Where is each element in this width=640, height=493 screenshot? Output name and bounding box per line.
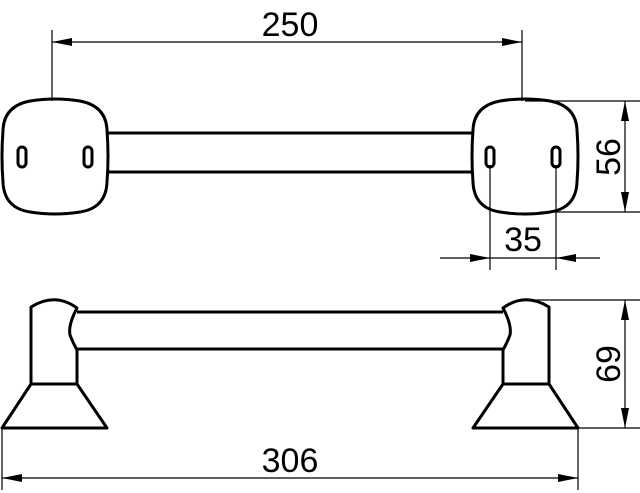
dimension-69: 69 — [530, 299, 640, 429]
right-mount-top — [470, 97, 580, 216]
dimension-35: 35 — [440, 165, 600, 270]
dimension-56: 56 — [525, 100, 640, 213]
mounting-slot — [484, 145, 496, 169]
dimension-250: 250 — [51, 6, 523, 101]
dimension-306: 306 — [1, 428, 579, 490]
right-base-side — [471, 382, 580, 430]
mounting-slot — [82, 145, 94, 169]
mounting-slot — [16, 145, 28, 169]
dimension-label-250: 250 — [262, 6, 319, 44]
mounting-slot — [550, 145, 562, 169]
left-post-side — [29, 298, 79, 386]
right-post-side — [501, 298, 551, 386]
dimension-label-69: 69 — [590, 345, 628, 383]
left-mount-top — [0, 97, 110, 216]
top-view — [0, 97, 580, 216]
side-view — [0, 298, 580, 430]
left-base-side — [0, 382, 109, 430]
dimension-label-35: 35 — [504, 221, 542, 259]
dimension-label-306: 306 — [262, 442, 319, 480]
dimension-label-56: 56 — [590, 138, 628, 176]
